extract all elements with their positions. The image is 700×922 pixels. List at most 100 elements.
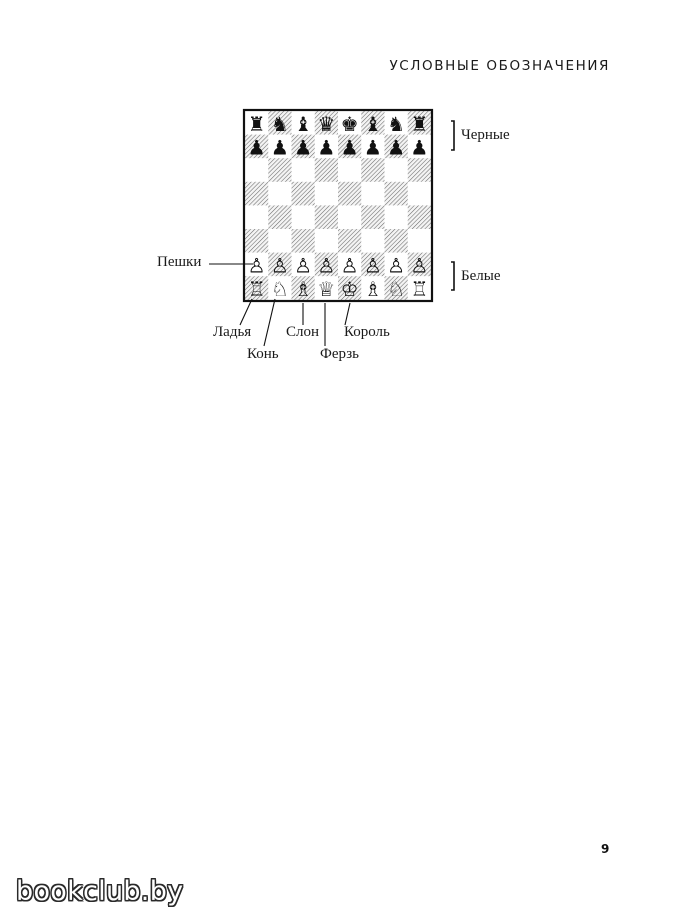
board-square-e4 — [338, 205, 362, 230]
board-square-a4 — [245, 205, 269, 230]
watermark-logo: bookclub.by — [16, 876, 184, 907]
board-square-f8 — [361, 111, 385, 135]
board-square-g5 — [384, 181, 408, 206]
board-square-e7 — [338, 134, 362, 159]
running-head: УСЛОВНЫЕ ОБОЗНАЧЕНИЯ — [389, 58, 610, 74]
board-square-d8 — [314, 111, 339, 135]
black-pawn-icon: ♟ — [271, 135, 289, 159]
board-square-a2 — [245, 252, 269, 277]
black-pawn-icon: ♟ — [341, 135, 359, 159]
board-square-c7 — [291, 134, 315, 159]
white-rook-icon: ♖ — [248, 277, 266, 301]
board-square-b3 — [268, 229, 292, 253]
black-pawn-icon: ♟ — [387, 135, 405, 159]
black-pawn-icon: ♟ — [248, 135, 266, 159]
knight-label: Конь — [247, 346, 279, 362]
board-square-h5 — [407, 181, 432, 206]
rook-leader-line — [239, 298, 253, 326]
white-knight-icon: ♘ — [387, 277, 405, 301]
board-square-c3 — [291, 229, 315, 253]
board-square-a1 — [245, 276, 269, 300]
board-border — [242, 108, 434, 303]
board-square-d1 — [314, 276, 339, 300]
board-square-e6 — [338, 158, 362, 182]
board-square-e8 — [338, 111, 362, 135]
black-pawn-icon: ♟ — [364, 135, 382, 159]
black-rook-icon: ♜ — [248, 112, 266, 136]
board-square-g7 — [384, 134, 408, 159]
white-rook-icon: ♖ — [410, 277, 428, 301]
board-square-c1 — [291, 276, 315, 300]
board-square-f3 — [361, 229, 385, 253]
board-squares — [245, 111, 432, 300]
white-bracket — [451, 261, 455, 291]
board-square-a3 — [245, 229, 269, 253]
board-square-g2 — [384, 252, 408, 277]
board-square-c2 — [291, 252, 315, 277]
board-square-h2 — [407, 252, 432, 277]
board-square-f2 — [361, 252, 385, 277]
board-square-f1 — [361, 276, 385, 300]
board-square-a5 — [245, 181, 269, 206]
white-knight-icon: ♘ — [271, 277, 289, 301]
board-pieces: ♜♞♝♛♚♝♞♜♟♟♟♟♟♟♟♟♙♙♙♙♙♙♙♙♖♘♗♕♔♗♘♖ — [248, 112, 429, 301]
board-square-c5 — [291, 181, 315, 206]
white-pawn-icon: ♙ — [410, 253, 428, 277]
board-square-e2 — [338, 252, 362, 277]
board-square-c4 — [291, 205, 315, 230]
black-bishop-icon: ♝ — [294, 112, 312, 136]
board-square-g1 — [384, 276, 408, 300]
board-square-b8 — [268, 111, 292, 135]
board-square-g6 — [384, 158, 408, 182]
knight-leader-line — [263, 298, 276, 347]
board-square-d3 — [314, 229, 339, 253]
board-square-f6 — [361, 158, 385, 182]
board-square-h6 — [407, 158, 432, 182]
board-square-g4 — [384, 205, 408, 230]
board-square-b1 — [268, 276, 292, 300]
pawns-label: Пешки — [157, 254, 202, 270]
board-square-b7 — [268, 134, 292, 159]
black-pawn-icon: ♟ — [294, 135, 312, 159]
white-pawn-icon: ♙ — [341, 253, 359, 277]
bishop-label: Слон — [286, 324, 320, 340]
black-knight-icon: ♞ — [271, 112, 289, 136]
board-square-b2 — [268, 252, 292, 277]
board-square-c6 — [291, 158, 315, 182]
white-bishop-icon: ♗ — [294, 277, 312, 301]
board-square-h3 — [407, 229, 432, 253]
board-square-d2 — [314, 252, 339, 277]
board-square-e3 — [338, 229, 362, 253]
white-pawn-icon: ♙ — [387, 253, 405, 277]
board-square-g8 — [384, 111, 408, 135]
white-side-label: Белые — [461, 268, 501, 284]
white-queen-icon: ♕ — [317, 277, 335, 301]
board-square-d7 — [314, 134, 339, 159]
board-square-h8 — [407, 111, 432, 135]
white-pawn-icon: ♙ — [248, 253, 266, 277]
black-pawn-icon: ♟ — [410, 135, 428, 159]
board-square-b6 — [268, 158, 292, 182]
board-square-d6 — [314, 158, 339, 182]
board-square-b4 — [268, 205, 292, 230]
board-square-d5 — [314, 181, 339, 206]
black-pawn-icon: ♟ — [317, 135, 335, 159]
black-king-icon: ♚ — [341, 112, 359, 136]
board-square-h1 — [407, 276, 432, 300]
board-square-e5 — [338, 181, 362, 206]
white-bishop-icon: ♗ — [364, 277, 382, 301]
king-leader-line — [344, 302, 351, 326]
white-pawn-icon: ♙ — [364, 253, 382, 277]
black-rook-icon: ♜ — [410, 112, 428, 136]
board-square-h7 — [407, 134, 432, 159]
queen-label: Ферзь — [320, 346, 359, 362]
white-pawn-icon: ♙ — [317, 253, 335, 277]
board-square-c8 — [291, 111, 315, 135]
page-number: 9 — [601, 842, 610, 856]
board-square-b5 — [268, 181, 292, 206]
board-square-e1 — [338, 276, 362, 300]
board-square-f7 — [361, 134, 385, 159]
board-square-h4 — [407, 205, 432, 230]
rook-label: Ладья — [213, 324, 252, 340]
